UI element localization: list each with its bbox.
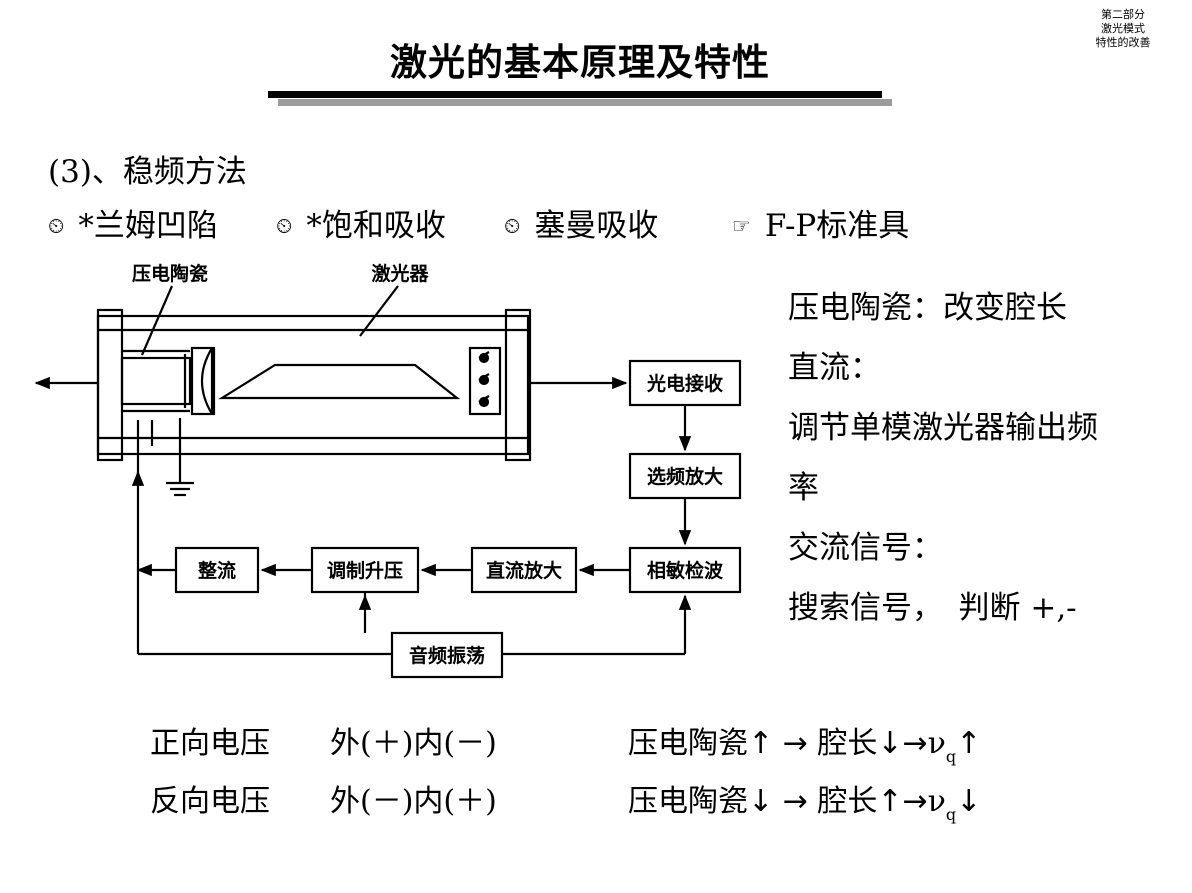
forward-voltage-relation: 压电陶瓷↑ → 腔长↓→νq↑ xyxy=(628,718,981,766)
page-title: 激光的基本原理及特性 xyxy=(390,41,770,84)
method-label: F-P标准具 xyxy=(764,208,910,244)
label-piezo: 压电陶瓷 xyxy=(132,262,208,285)
box-dc-amp-label: 直流放大 xyxy=(486,559,562,582)
right-end-cap xyxy=(504,308,532,462)
corner-note-line: 特性的改善 xyxy=(1095,36,1151,49)
method-item: ☞ F-P标准具 xyxy=(732,200,909,245)
forward-voltage-name: 正向电压 xyxy=(150,726,270,761)
piezo-term: 压电陶瓷 xyxy=(628,726,748,761)
box-phase-detect-label: 相敏检波 xyxy=(647,559,724,582)
cavity-term: 腔长 xyxy=(817,726,878,761)
piezo-leader xyxy=(140,285,174,356)
corner-note: 第二部分 激光模式 特性的改善 xyxy=(1078,8,1168,50)
implies-arrow-icon: → xyxy=(782,726,808,761)
method-list: ⏲ *兰姆凹陷 ⏲ *饱和吸收 ⏲ 塞曼吸收 ☞ F-P标准具 xyxy=(48,200,968,244)
reverse-voltage-relation: 压电陶瓷↓ → 腔长↑→νq↓ xyxy=(628,776,981,824)
cavity-term: 腔长 xyxy=(817,784,878,819)
reverse-voltage-polarity: 外(－)内(＋) xyxy=(330,784,497,819)
label-laser: 激光器 xyxy=(371,262,429,285)
clock-icon: ⏲ xyxy=(504,214,521,238)
implies-arrow-icon: → xyxy=(902,784,928,819)
laser-tube xyxy=(218,363,461,400)
note-line: 率 xyxy=(788,470,819,506)
clock-icon: ⏲ xyxy=(48,214,65,238)
note-line: 直流： xyxy=(788,350,881,386)
box-audio-osc-label: 音频振荡 xyxy=(409,644,485,667)
pointing-hand-icon: ☞ xyxy=(732,214,751,238)
nu-symbol: ν xyxy=(927,726,946,761)
piezo-term: 压电陶瓷 xyxy=(628,784,748,819)
piezo-element xyxy=(120,356,192,406)
up-arrow-icon: ↑ xyxy=(877,784,903,819)
laser-leader xyxy=(359,285,399,337)
method-item: ⏲ 塞曼吸收 xyxy=(504,200,658,245)
method-label: 塞曼吸收 xyxy=(534,208,659,244)
implies-arrow-icon: → xyxy=(902,726,928,761)
clock-icon: ⏲ xyxy=(276,214,293,238)
laser-housing xyxy=(96,314,530,456)
note-line: 压电陶瓷：改变腔长 xyxy=(788,290,1067,326)
up-arrow-icon: ↑ xyxy=(956,726,982,761)
title-underline-shadow xyxy=(278,99,892,106)
nu-subscript: q xyxy=(945,805,957,824)
box-photo-receiver-label: 光电接收 xyxy=(646,372,723,395)
box-rectify-label: 整流 xyxy=(198,559,236,582)
method-label: *兰姆凹陷 xyxy=(78,208,218,244)
up-arrow-icon: ↑ xyxy=(748,726,774,761)
title-underline xyxy=(268,91,882,98)
corner-note-line: 激光模式 xyxy=(1101,22,1145,35)
note-line: 调节单模激光器输出频 xyxy=(788,410,1098,446)
left-mirror xyxy=(201,347,213,415)
note-line: 交流信号： xyxy=(788,530,943,566)
note-line: 搜索信号， 判断 +,- xyxy=(788,590,1077,626)
box-mod-boost-label: 调制升压 xyxy=(327,559,403,582)
reverse-voltage-name: 反向电压 xyxy=(150,784,270,819)
method-item: ⏲ *兰姆凹陷 xyxy=(48,200,218,245)
box-freq-amp-label: 选频放大 xyxy=(647,465,723,488)
down-arrow-icon: ↓ xyxy=(956,784,982,819)
nu-symbol: ν xyxy=(927,784,946,819)
section-heading: (3)、稳频方法 xyxy=(48,154,247,190)
corner-note-line: 第二部分 xyxy=(1101,8,1145,21)
implies-arrow-icon: → xyxy=(782,784,808,819)
nu-subscript: q xyxy=(945,747,957,766)
frequency-stabilization-diagram: 压电陶瓷 激光器 光电接收 选频放大 相敏检波 直流放大 调制升压 整流 音频振… xyxy=(34,262,742,679)
right-mirror xyxy=(468,346,502,416)
down-arrow-icon: ↓ xyxy=(877,726,903,761)
method-label: *饱和吸收 xyxy=(306,208,446,244)
method-item: ⏲ *饱和吸收 xyxy=(276,200,446,245)
forward-voltage-polarity: 外(＋)内(－) xyxy=(330,726,497,761)
down-arrow-icon: ↓ xyxy=(748,784,774,819)
